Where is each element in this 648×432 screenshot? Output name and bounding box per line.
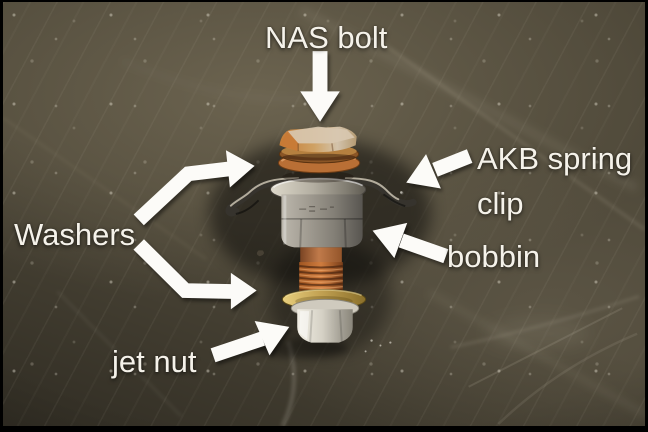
- washers-label: Washers: [14, 217, 136, 252]
- jet-nut-part: [290, 191, 403, 353]
- bobbin-stamp-marks: [299, 206, 334, 212]
- washers-bottom-arrow: [133, 239, 257, 310]
- bobbin-arrow: [372, 222, 449, 264]
- photo-background: NAS bolt AKB spring clip Washers bobbin …: [3, 2, 645, 426]
- nas-bolt-arrow: [300, 51, 340, 122]
- surface-specks: [364, 191, 403, 353]
- jet-nut-label: jet nut: [112, 344, 197, 379]
- nas-bolt-head: [279, 126, 357, 153]
- akb-spring-clip-label: AKB spring clip: [477, 141, 633, 221]
- photo-overlay: [3, 5, 645, 426]
- nas-bolt-label: NAS bolt: [265, 20, 388, 55]
- annotation-arrows: [133, 51, 473, 363]
- akb-spring-clip-arrow: [406, 149, 473, 189]
- surface-scratches: [3, 5, 645, 426]
- akb-spring-clip-part: [225, 177, 417, 217]
- jet-nut-arrow: [210, 320, 290, 363]
- bobbin-part: [281, 194, 363, 248]
- washers-top-arrow: [133, 150, 255, 226]
- bobbin-label: bobbin: [447, 239, 541, 274]
